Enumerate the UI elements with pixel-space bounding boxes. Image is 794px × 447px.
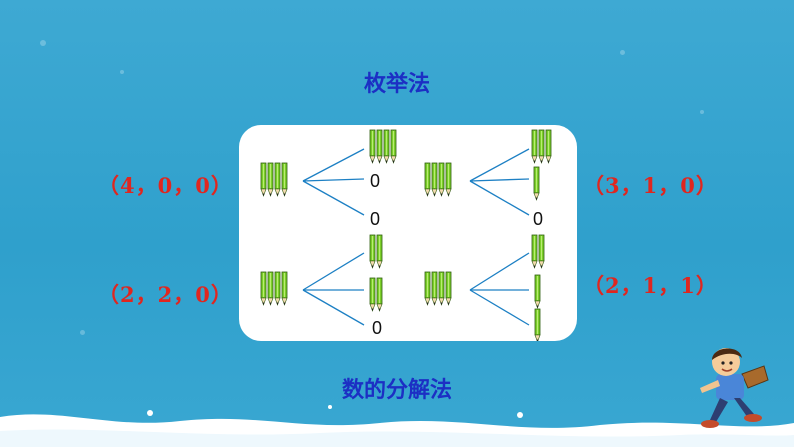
method-title: 数的分解法: [341, 378, 452, 403]
zero-label: 0: [370, 171, 381, 191]
pencil-bundle-icon: [531, 234, 545, 269]
pencil-bundle-icon: [533, 166, 540, 201]
page-title: 枚举法: [363, 72, 430, 97]
background-speck: [80, 330, 85, 335]
pencil-bundle-icon: [369, 277, 383, 312]
tuple-label: （2，1，1）: [583, 273, 718, 298]
zero-label: 0: [372, 318, 383, 338]
boy-running-illustration: [700, 348, 769, 428]
background-speck: [700, 110, 704, 114]
background-speck: [620, 50, 625, 55]
zero-label: 0: [370, 209, 381, 229]
pencil-bundle-icon: [424, 162, 452, 197]
pencil-bundle-icon: [534, 274, 541, 309]
pencil-bundle-icon: [260, 162, 288, 197]
pencil-bundle-icon: [260, 271, 288, 306]
tuple-label: （3，1，0）: [583, 173, 718, 198]
background-speck: [120, 70, 124, 74]
pencil-bundle-icon: [424, 271, 452, 306]
pencil-bundle-icon: [531, 129, 552, 164]
tuple-label: （2，2，0）: [98, 282, 233, 307]
pencil-bundle-icon: [534, 308, 541, 343]
pencil-bundle-icon: [369, 129, 397, 164]
diagram-card: 0 0 0 0: [239, 125, 577, 343]
zero-label: 0: [533, 209, 544, 229]
ground-decoration: [0, 405, 794, 447]
background-speck: [40, 40, 46, 46]
tuple-label: （4，0，0）: [98, 173, 233, 198]
pencil-bundle-icon: [369, 234, 383, 269]
tree-diagram: [260, 129, 552, 343]
